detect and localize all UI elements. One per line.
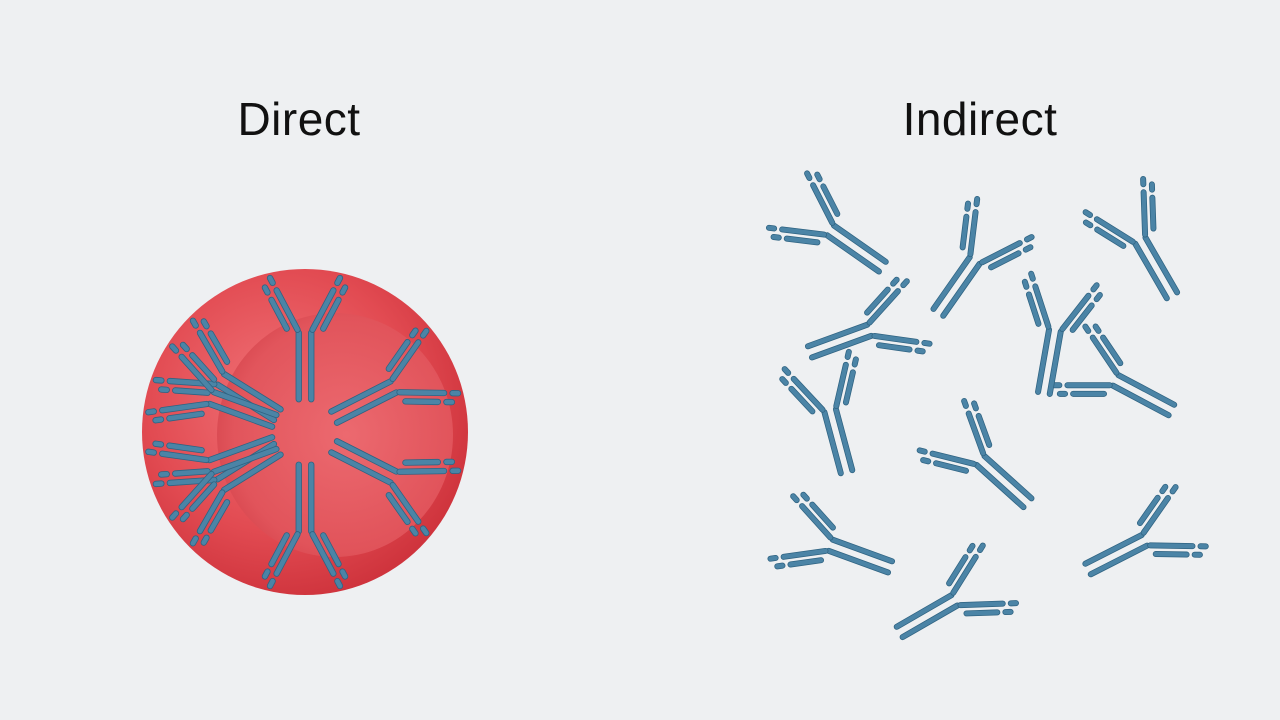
free-antibody-4 (772, 345, 891, 487)
indirect-free-antibodies (759, 161, 1215, 673)
red-blood-cell (142, 269, 468, 595)
indirect-panel-title: Indirect (902, 93, 1058, 145)
free-antibody-6 (909, 389, 1060, 538)
free-antibody-7 (762, 484, 909, 610)
free-antibody-5 (1045, 314, 1195, 451)
free-antibody-11 (791, 269, 938, 395)
free-antibody-2 (900, 189, 1044, 341)
free-antibody-1 (759, 161, 911, 305)
free-antibody-9 (1065, 475, 1215, 611)
direct-panel-title: Direct (237, 93, 361, 145)
free-antibody-8 (874, 533, 1026, 673)
